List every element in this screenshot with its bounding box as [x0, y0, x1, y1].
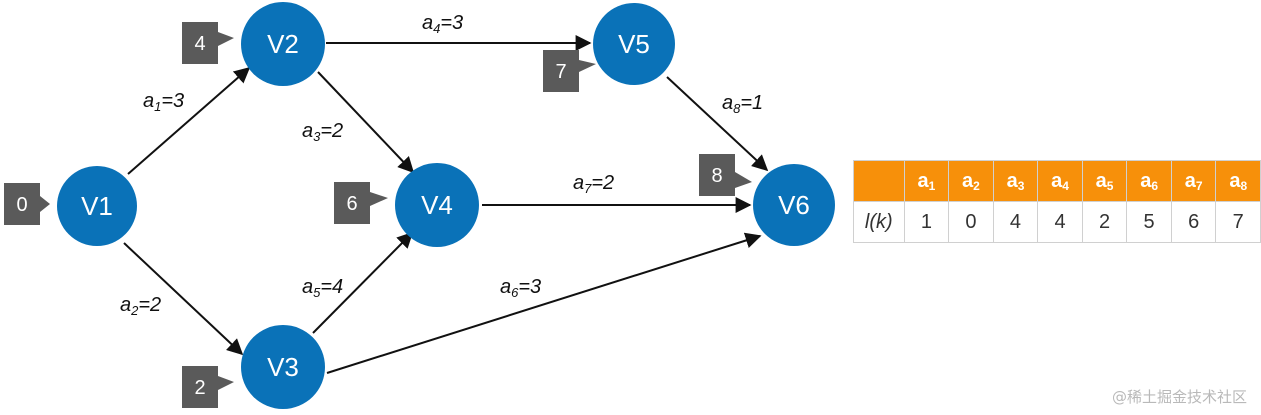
edge-label-a6: a6=3	[500, 276, 541, 300]
table-corner-cell	[853, 160, 905, 202]
badge-v2-text: 4	[194, 33, 205, 55]
edge-label-a2: a2=2	[120, 294, 161, 318]
edge-a2	[123, 242, 244, 356]
edges	[123, 35, 769, 374]
node-v3: V3	[241, 325, 325, 409]
node-v5: V5	[593, 3, 675, 85]
badge-v3-text: 2	[194, 377, 205, 399]
edge-a3	[317, 71, 415, 174]
node-v5-label: V5	[618, 29, 650, 59]
table-cell-a8: 7	[1215, 201, 1261, 243]
node-v1: V1	[57, 166, 137, 246]
table-header-row: a1 a2 a3 a4 a5 a6 a7 a8	[853, 160, 1261, 202]
badge-v5: 7	[543, 50, 596, 92]
badge-v1: 0	[4, 183, 50, 225]
edge-a1	[127, 66, 251, 175]
table-header-a1: a1	[903, 160, 950, 202]
table-header-a5: a5	[1081, 160, 1128, 202]
table-header-a4: a4	[1037, 160, 1083, 202]
table-cell-a6: 5	[1126, 201, 1172, 243]
badge-v3: 2	[182, 366, 234, 408]
table-header-a8: a8	[1215, 160, 1261, 202]
node-v4-label: V4	[421, 190, 453, 220]
table-cell-a5: 2	[1081, 201, 1128, 243]
badge-v4: 6	[334, 182, 388, 224]
node-v1-label: V1	[81, 191, 113, 221]
table-header-a3: a3	[992, 160, 1039, 202]
badge-v4-text: 6	[346, 193, 357, 215]
table-cell-a4: 4	[1037, 201, 1083, 243]
node-v6: V6	[753, 164, 835, 246]
node-v4: V4	[395, 163, 479, 247]
table-header-a2: a2	[948, 160, 994, 202]
table-row: l(k) 1 0 4 4 2 5 6 7	[853, 201, 1261, 243]
node-v3-label: V3	[267, 352, 299, 382]
badge-v6-text: 8	[711, 165, 722, 187]
edge-label-a8: a8=1	[722, 92, 763, 116]
edge-label-a1: a1=3	[143, 90, 184, 114]
latest-time-table: a1 a2 a3 a4 a5 a6 a7 a8 l(k) 1 0 4 4 2 5…	[853, 160, 1261, 243]
watermark: @稀土掘金技术社区	[1111, 388, 1247, 406]
table-cell-a2: 0	[948, 201, 994, 243]
table-header-a7: a7	[1170, 160, 1217, 202]
node-v2: V2	[241, 2, 325, 86]
edge-labels: a1=3 a2=2 a3=2 a4=3 a5=4 a6=3 a7=2 a8=1	[120, 12, 763, 318]
badge-v2: 4	[182, 22, 234, 64]
edge-a8	[666, 76, 769, 172]
table-cell-a1: 1	[903, 201, 950, 243]
edge-label-a5: a5=4	[302, 276, 343, 300]
nodes: V1 V2 V3 V4 V5 V6	[57, 2, 835, 409]
table-header-a6: a6	[1126, 160, 1172, 202]
node-v2-label: V2	[267, 29, 299, 59]
badge-v6: 8	[699, 154, 752, 196]
node-v6-label: V6	[778, 190, 810, 220]
table-cell-a7: 6	[1170, 201, 1217, 243]
edge-label-a7: a7=2	[573, 172, 614, 196]
table-row-label: l(k)	[853, 201, 905, 243]
badges: 0 4 2 6 7 8	[4, 22, 752, 408]
edge-label-a3: a3=2	[302, 120, 343, 144]
edge-label-a4: a4=3	[422, 12, 463, 36]
edge-a6	[326, 232, 762, 374]
table-cell-a3: 4	[992, 201, 1039, 243]
edge-a5	[312, 231, 414, 334]
badge-v5-text: 7	[555, 61, 566, 83]
badge-v1-text: 0	[16, 194, 27, 216]
